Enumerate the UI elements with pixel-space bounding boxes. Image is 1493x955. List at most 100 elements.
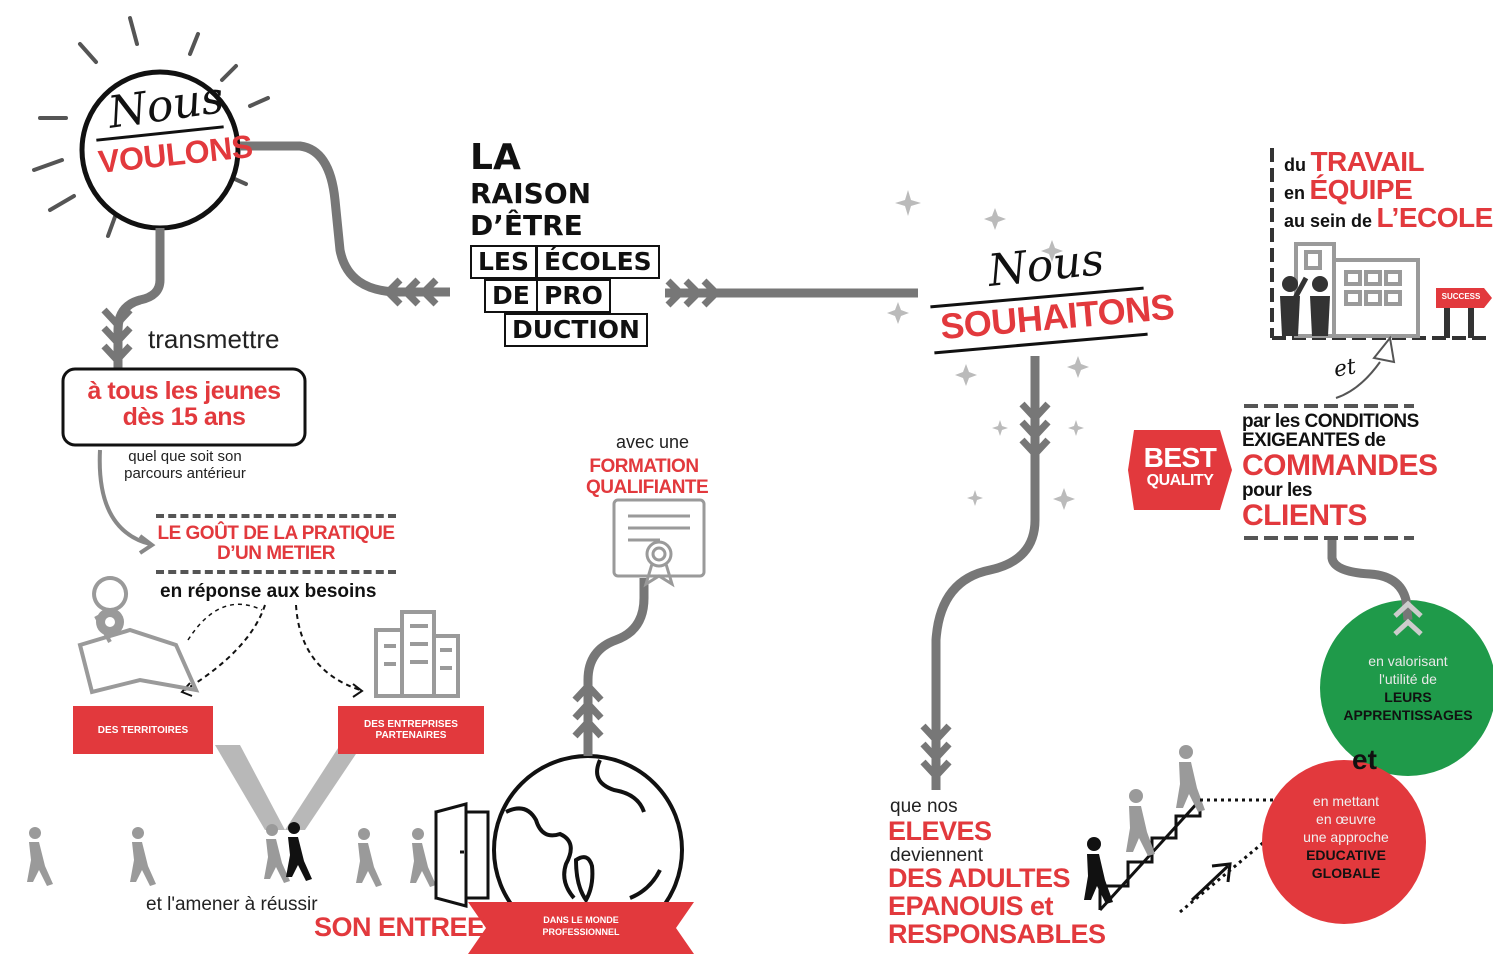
parcours-line-1: quel que soit son xyxy=(128,448,242,465)
monde-line-1: DANS LE MONDE xyxy=(543,915,619,925)
red-circle-text: en mettant en œuvre une approche EDUCATI… xyxy=(1278,792,1414,882)
red-line-5: GLOBALE xyxy=(1311,865,1381,881)
formation-line-2: QUALIFIANTE xyxy=(586,477,709,498)
amener-label: et l'amener à réussir xyxy=(146,894,318,915)
green-line-1: en valorisant xyxy=(1368,653,1448,669)
title-box-pro: PRO xyxy=(536,279,611,313)
gout-box: LE GOÛT DE LA PRATIQUE D’UN METIER xyxy=(156,514,396,574)
path-globe-cert xyxy=(583,578,649,756)
adultes-line-1: DES ADULTES xyxy=(888,863,1071,893)
chevrons-right xyxy=(665,278,721,308)
gout-line-2: D’UN METIER xyxy=(217,543,336,564)
title-box-de: DE xyxy=(484,279,538,313)
entreprises-line-1: DES ENTREPRISES xyxy=(364,719,458,730)
sparkles xyxy=(887,190,1089,510)
gout-line-1: LE GOÛT DE LA PRATIQUE xyxy=(157,523,395,544)
deviennent-label: deviennent xyxy=(890,845,983,866)
entree-label: SON ENTREE xyxy=(314,912,485,942)
green-line-4: APPRENTISSAGES xyxy=(1343,707,1473,723)
path-souhaitons-down xyxy=(931,356,1040,790)
green-line-3: LEURS xyxy=(1384,689,1432,705)
green-line-2: l'utilité de xyxy=(1379,671,1437,687)
success-sign xyxy=(1436,288,1492,338)
conditions-line-1: par les CONDITIONS xyxy=(1242,411,1419,432)
green-circle-text: en valorisant l'utilité de LEURS APPRENT… xyxy=(1320,652,1493,724)
entreprises-line-2: PARTENAIRES xyxy=(375,730,447,741)
monde-label: DANS LE MONDE PROFESSIONNEL xyxy=(486,914,676,938)
formation-line-1: FORMATION xyxy=(589,456,699,477)
chevrons-up-mid xyxy=(572,680,604,739)
adultes-line-3: RESPONSABLES xyxy=(888,919,1106,949)
reponse-label: en réponse aux besoins xyxy=(160,581,377,602)
adultes-line-2: EPANOUIS et xyxy=(888,891,1054,921)
title-line-2: RAISON xyxy=(470,177,592,210)
path-sun-title xyxy=(240,141,450,297)
jeunes-box xyxy=(61,367,307,447)
et-2-label: et xyxy=(1352,744,1377,775)
travail-prefix: du xyxy=(1284,155,1306,175)
chevrons-down-right2 xyxy=(920,723,952,782)
title-box-les: LES xyxy=(470,245,538,279)
eleves-label: ELEVES xyxy=(888,816,992,846)
equipe-prefix: en xyxy=(1284,183,1306,203)
entreprises-bar: DES ENTREPRISES PARTENAIRES xyxy=(338,706,484,754)
ecole-word: L’ECOLE xyxy=(1376,202,1493,233)
conditions-line-2: EXIGEANTES de xyxy=(1242,430,1386,451)
title-block: LA RAISON D’ÊTRE xyxy=(470,138,591,242)
territoires-bar: DES TERRITOIRES xyxy=(73,706,213,754)
red-line-2: en œuvre xyxy=(1316,811,1376,827)
ecole-prefix: au sein de xyxy=(1284,211,1373,231)
et-1-label: et xyxy=(1331,354,1358,383)
red-line-3: une approche xyxy=(1303,829,1389,845)
title-box-ecoles: ÉCOLES xyxy=(536,245,660,279)
monde-line-2: PROFESSIONNEL xyxy=(542,927,620,937)
team-icon xyxy=(1280,276,1330,336)
quality-word: QUALITY xyxy=(1146,472,1214,489)
ribbon xyxy=(468,902,694,954)
school-icon xyxy=(1294,242,1420,338)
avec-label: avec une xyxy=(616,432,690,452)
parcours-line-2: parcours antérieur xyxy=(124,465,246,482)
best-word: BEST xyxy=(1143,442,1217,473)
pour-les-label: pour les xyxy=(1242,480,1312,501)
red-line-4: EDUCATIVE xyxy=(1306,847,1386,863)
que-nos-label: que nos xyxy=(890,796,958,817)
best-quality-badge xyxy=(1128,430,1232,510)
equipe-word: ÉQUIPE xyxy=(1309,174,1413,205)
chevrons-up-right xyxy=(1393,600,1423,636)
path-cond-green xyxy=(1327,540,1413,621)
dotted-funnel xyxy=(215,745,362,830)
conditions-block: par les CONDITIONS EXIGEANTES de COMMAND… xyxy=(1242,412,1438,532)
chevrons-down-right1 xyxy=(1019,401,1051,460)
buildings-icon xyxy=(374,610,460,698)
title-box-duction: DUCTION xyxy=(504,313,648,347)
formation-text: FORMATION QUALIFIANTE xyxy=(586,456,709,498)
best-quality-text: BEST QUALITY xyxy=(1134,444,1226,490)
arrow-to-gout xyxy=(97,449,151,546)
chevrons-down-left xyxy=(101,307,133,366)
jeunes-line-1: à tous les jeunes xyxy=(87,377,281,405)
red-circle xyxy=(1262,760,1426,924)
transmettre-label: transmettre xyxy=(148,324,280,354)
title-line-3: D’ÊTRE xyxy=(470,209,583,242)
green-circle xyxy=(1320,600,1493,776)
people-left xyxy=(27,824,436,887)
travail-block: du TRAVAIL en ÉQUIPE au sein de L’ECOLE xyxy=(1284,146,1493,234)
door-icon xyxy=(434,802,490,908)
travail-word: TRAVAIL xyxy=(1310,146,1425,177)
people-stairs xyxy=(1084,837,1113,904)
arrow-diag xyxy=(1190,862,1232,902)
red-line-1: en mettant xyxy=(1312,793,1380,809)
commandes-word: COMMANDES xyxy=(1242,449,1438,482)
adultes-text: DES ADULTES EPANOUIS et RESPONSABLES xyxy=(888,864,1106,948)
parcours-text: quel que soit son parcours antérieur xyxy=(100,448,270,482)
chevrons-left xyxy=(383,277,439,307)
jeunes-text: à tous les jeunes dès 15 ans xyxy=(63,378,305,430)
territoires-label: DES TERRITOIRES xyxy=(97,724,189,736)
person-highlight xyxy=(286,822,312,881)
clients-word: CLIENTS xyxy=(1242,499,1367,532)
jeunes-line-2: dès 15 ans xyxy=(122,403,246,431)
certificate-icon xyxy=(612,498,706,588)
paper-plane-icon xyxy=(1335,335,1396,399)
